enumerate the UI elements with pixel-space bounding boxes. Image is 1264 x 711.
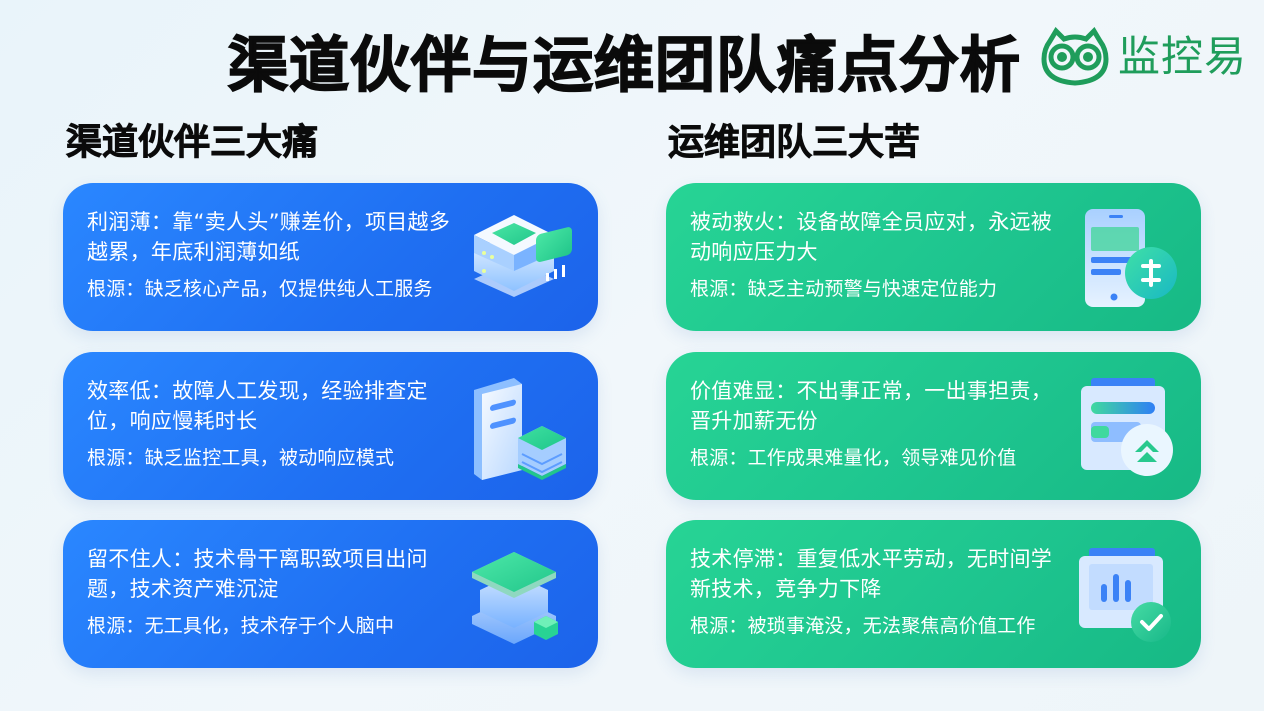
- pain-card-talent-retention: 留不住人：技术骨干离职致项目出问题，技术资产难沉淀 根源：无工具化，技术存于个人…: [63, 520, 598, 668]
- section-title-ops-team: 运维团队三大苦: [668, 122, 921, 164]
- card-title: 被动救火：设备故障全员应对，永远被动响应压力大: [690, 210, 1053, 264]
- card-title: 效率低：故障人工发现，经验排查定位，响应慢耗时长: [87, 379, 428, 433]
- card-root-cause: 根源：缺乏主动预警与快速定位能力: [690, 278, 998, 300]
- card-title: 价值难显：不出事正常，一出事担责，晋升加薪无份: [690, 379, 1053, 433]
- section-title-channel-partners: 渠道伙伴三大痛: [66, 122, 319, 164]
- report-upgrade-icon: [1081, 378, 1173, 476]
- card-root-cause: 根源：缺乏监控工具，被动响应模式: [87, 447, 395, 469]
- pain-card-tech-stagnation: 技术停滞：重复低水平劳动，无时间学新技术，竞争力下降 根源：被琐事淹没，无法聚焦…: [666, 520, 1201, 668]
- pain-card-low-profit: 利润薄：靠“卖人头”赚差价，项目越多越累，年底利润薄如纸 根源：缺乏核心产品，仅…: [63, 183, 598, 331]
- server-stack-chart-icon: [474, 215, 572, 297]
- logo-text: 监控易: [1118, 32, 1248, 81]
- pain-card-firefighting: 被动救火：设备故障全员应对，永远被动响应压力大 根源：缺乏主动预警与快速定位能力: [666, 183, 1201, 331]
- card-root-cause: 根源：缺乏核心产品，仅提供纯人工服务: [87, 278, 433, 300]
- mobile-alert-icon: [1085, 209, 1177, 307]
- owl-logo-icon: [1041, 27, 1109, 86]
- layered-blocks-icon: [472, 552, 558, 644]
- card-title: 利润薄：靠“卖人头”赚差价，项目越多越累，年底利润薄如纸: [87, 210, 451, 264]
- card-title: 技术停滞：重复低水平劳动，无时间学新技术，竞争力下降: [690, 547, 1053, 601]
- pain-card-low-efficiency: 效率低：故障人工发现，经验排查定位，响应慢耗时长 根源：缺乏监控工具，被动响应模…: [63, 352, 598, 500]
- document-database-icon: [474, 378, 566, 480]
- pain-card-value-invisible: 价值难显：不出事正常，一出事担责，晋升加薪无份 根源：工作成果难量化，领导难见价…: [666, 352, 1201, 500]
- page-title: 渠道伙伴与运维团队痛点分析: [227, 30, 1021, 102]
- card-root-cause: 根源：被琐事淹没，无法聚焦高价值工作: [690, 615, 1036, 637]
- brand-logo: 监控易: [1040, 27, 1247, 87]
- card-title: 留不住人：技术骨干离职致项目出问题，技术资产难沉淀: [87, 547, 428, 601]
- card-root-cause: 根源：无工具化，技术存于个人脑中: [87, 615, 395, 637]
- chart-check-icon: [1079, 548, 1171, 642]
- card-root-cause: 根源：工作成果难量化，领导难见价值: [690, 447, 1017, 469]
